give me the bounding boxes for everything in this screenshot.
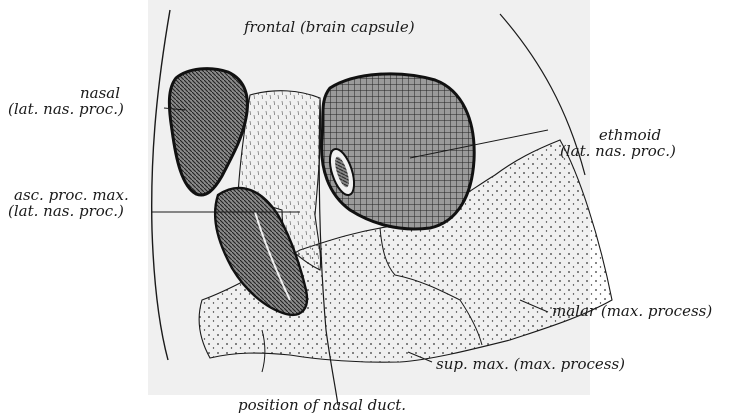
label-asc-proc-sub: (lat. nas. proc.) [8, 203, 124, 220]
ethmoid-bone [322, 74, 474, 229]
label-nasal-duct: position of nasal duct. [238, 397, 406, 414]
label-nasal-sub: (lat. nas. proc.) [8, 101, 124, 118]
label-frontal: frontal (brain capsule) [244, 19, 415, 36]
label-malar: malar (max. process) [552, 303, 712, 320]
label-sup-max: sup. max. (max. process) [436, 356, 625, 373]
label-ethmoid-sub: (lat. nas. proc.) [560, 143, 676, 160]
